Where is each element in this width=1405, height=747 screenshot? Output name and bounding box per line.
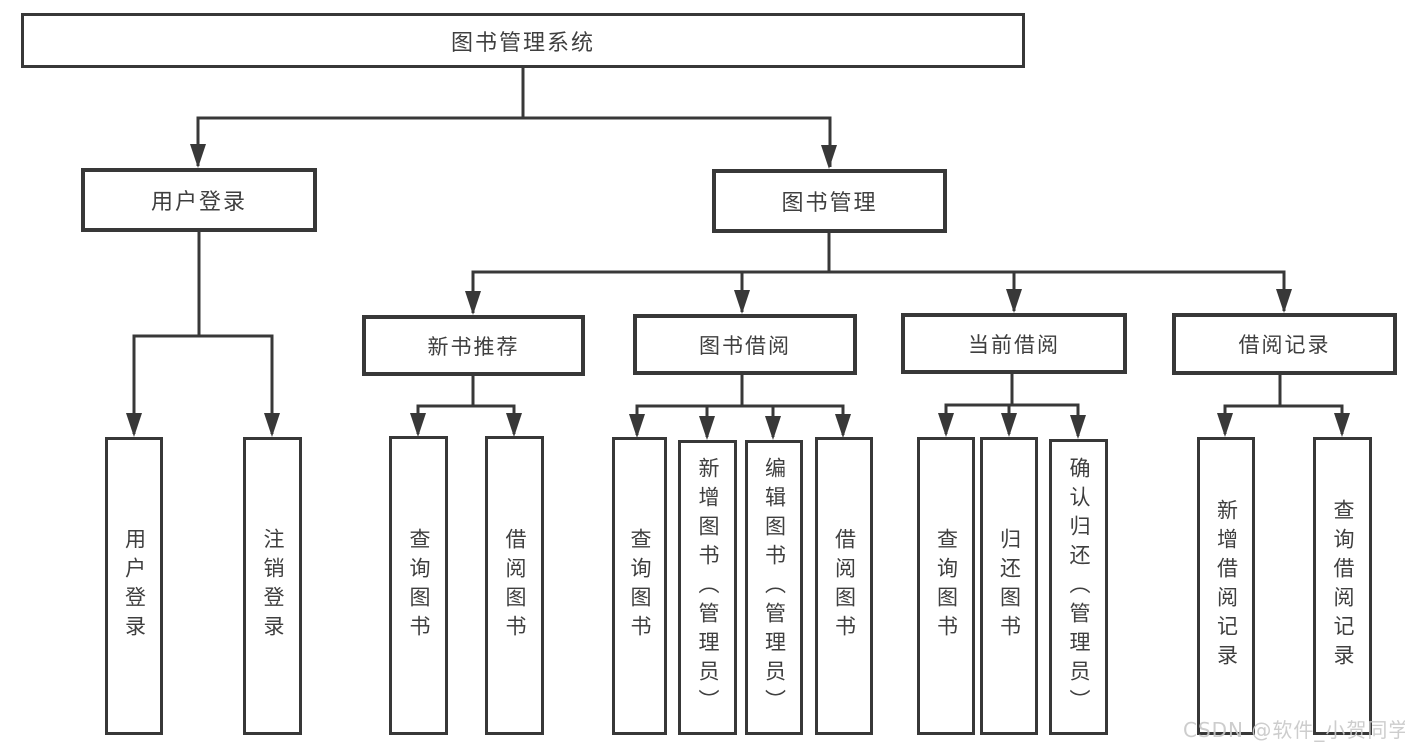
- arrowheads: [126, 144, 1350, 440]
- leaf-return-books-label: 归还图书: [997, 528, 1022, 644]
- leaf-borrowing-borrow-books: 借阅图书: [815, 437, 873, 735]
- leaf-return-books: 归还图书: [980, 437, 1038, 735]
- leaf-add-books-admin: 新增图书（管理员）: [678, 440, 737, 735]
- leaf-user-login-label: 用户登录: [122, 528, 147, 644]
- node-book-borrowing-label: 图书借阅: [699, 333, 791, 358]
- leaf-edit-books-admin-label: 编辑图书（管理员）: [762, 457, 787, 718]
- node-current-borrowing: 当前借阅: [901, 313, 1127, 374]
- leaf-recommend-query-books: 查询图书: [389, 436, 448, 735]
- node-borrowing-records-label: 借阅记录: [1238, 333, 1331, 357]
- node-book-borrowing: 图书借阅: [633, 314, 857, 375]
- leaf-logout: 注销登录: [243, 437, 302, 735]
- node-book-management: 图书管理: [712, 169, 947, 233]
- connector-lines: [132, 68, 1344, 437]
- csdn-watermark: CSDN @软件_小贺同学: [1183, 718, 1405, 742]
- leaf-confirm-return-admin: 确认归还（管理员）: [1049, 439, 1108, 735]
- node-borrowing-records: 借阅记录: [1172, 313, 1397, 375]
- node-library-system: 图书管理系统: [21, 13, 1025, 68]
- node-new-book-recommend-label: 新书推荐: [427, 334, 520, 359]
- node-library-system-label: 图书管理系统: [450, 30, 595, 56]
- node-user-login-label: 用户登录: [150, 190, 247, 215]
- leaf-borrowing-query-books: 查询图书: [612, 437, 667, 735]
- leaf-edit-books-admin: 编辑图书（管理员）: [745, 440, 803, 735]
- leaf-add-books-admin-label: 新增图书（管理员）: [696, 457, 720, 718]
- node-user-login: 用户登录: [81, 168, 317, 232]
- node-new-book-recommend: 新书推荐: [362, 315, 585, 376]
- leaf-recommend-borrow-books-label: 借阅图书: [503, 527, 527, 644]
- leaf-query-borrow-record: 查询借阅记录: [1313, 437, 1372, 735]
- leaf-recommend-borrow-books: 借阅图书: [485, 436, 544, 735]
- leaf-add-borrow-record: 新增借阅记录: [1197, 437, 1255, 735]
- node-current-borrowing-label: 当前借阅: [968, 332, 1060, 357]
- leaf-query-borrow-record-label: 查询借阅记录: [1331, 499, 1355, 673]
- leaf-current-query-books-label: 查询图书: [934, 528, 959, 644]
- leaf-confirm-return-admin-label: 确认归还（管理员）: [1067, 456, 1091, 718]
- node-book-management-label: 图书管理: [781, 191, 878, 216]
- leaf-borrowing-borrow-books-label: 借阅图书: [832, 528, 857, 644]
- leaf-add-borrow-record-label: 新增借阅记录: [1214, 499, 1239, 673]
- leaf-logout-label: 注销登录: [261, 528, 285, 644]
- leaf-recommend-query-books-label: 查询图书: [407, 527, 431, 644]
- leaf-borrowing-query-books-label: 查询图书: [628, 528, 652, 644]
- leaf-user-login: 用户登录: [105, 437, 163, 735]
- leaf-current-query-books: 查询图书: [917, 437, 975, 735]
